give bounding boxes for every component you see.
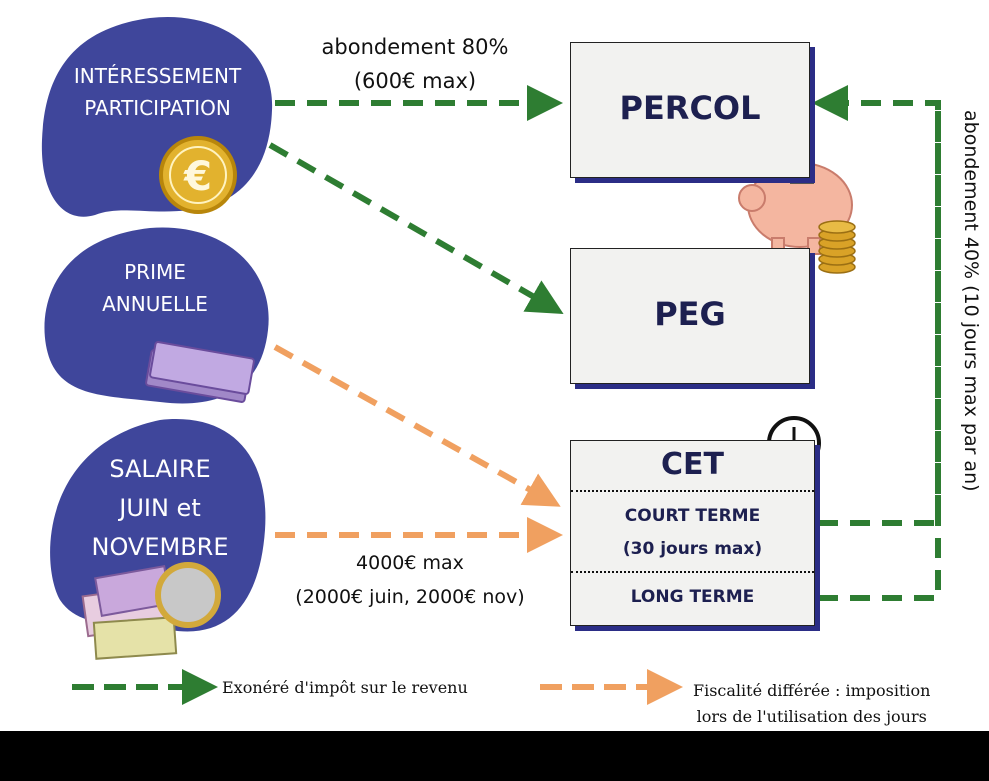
source-salaire: SALAIRE JUIN et NOVEMBRE [60,450,260,567]
cet-court-line1: COURT TERME [624,506,761,526]
source-salaire-line3: NOVEMBRE [91,533,229,561]
source-prime: PRIME ANNUELLE [60,256,250,320]
note-abondement40: abondement 40% (10 jours max par an) [960,110,982,492]
source-salaire-line1: SALAIRE [109,455,211,483]
box-percol: PERCOL [570,42,810,178]
banknote-icon [145,341,255,403]
arrow-cet-court-to-percol [818,103,941,526]
cet-title: CET [661,447,724,482]
legend-orange-label: Fiscalité différée : imposition lors de … [693,678,930,730]
box-cet: CET COURT TERME (30 jours max) LONG TERM… [570,440,815,626]
note-salaire: 4000€ max (2000€ juin, 2000€ nov) [270,546,550,614]
arrow-prime-cet [273,344,561,507]
percol-title: PERCOL [619,89,761,127]
arrow-cet-long-to-percol [812,85,941,601]
note-abondement80-line1: abondement 80% [321,35,509,59]
note-abondement80-line2: (600€ max) [353,69,477,93]
legend-orange-line2: lors de l'utilisation des jours [696,707,927,726]
source-prime-line1: PRIME [124,260,186,284]
source-salaire-line2: JUIN et [119,494,201,522]
cet-divider-1 [571,490,814,492]
note-abondement80: abondement 80% (600€ max) [290,30,540,98]
legend-orange-line1: Fiscalité différée : imposition [693,681,931,700]
peg-title: PEG [654,295,726,333]
bottom-bar [0,731,989,781]
legend-green-label: Exonéré d'impôt sur le revenu [222,678,468,697]
source-prime-line2: ANNUELLE [102,292,208,316]
euro-coin-icon: € [159,136,237,214]
svg-text:€: € [183,154,212,200]
note-salaire-line2: (2000€ juin, 2000€ nov) [295,586,525,608]
banknote-stack-icon [81,562,221,660]
arrow-interessement-peg [268,142,564,314]
note-salaire-line1: 4000€ max [356,552,464,574]
cet-divider-2 [571,571,814,573]
cet-court-line2: (30 jours max) [622,539,763,559]
coin-stack-icon [818,220,856,274]
source-interessement-line2: PARTICIPATION [84,96,231,120]
cet-long: LONG TERME [630,587,755,607]
box-peg: PEG [570,248,810,384]
source-interessement-line1: INTÉRESSEMENT [73,64,242,88]
source-interessement: INTÉRESSEMENT PARTICIPATION [50,60,265,124]
